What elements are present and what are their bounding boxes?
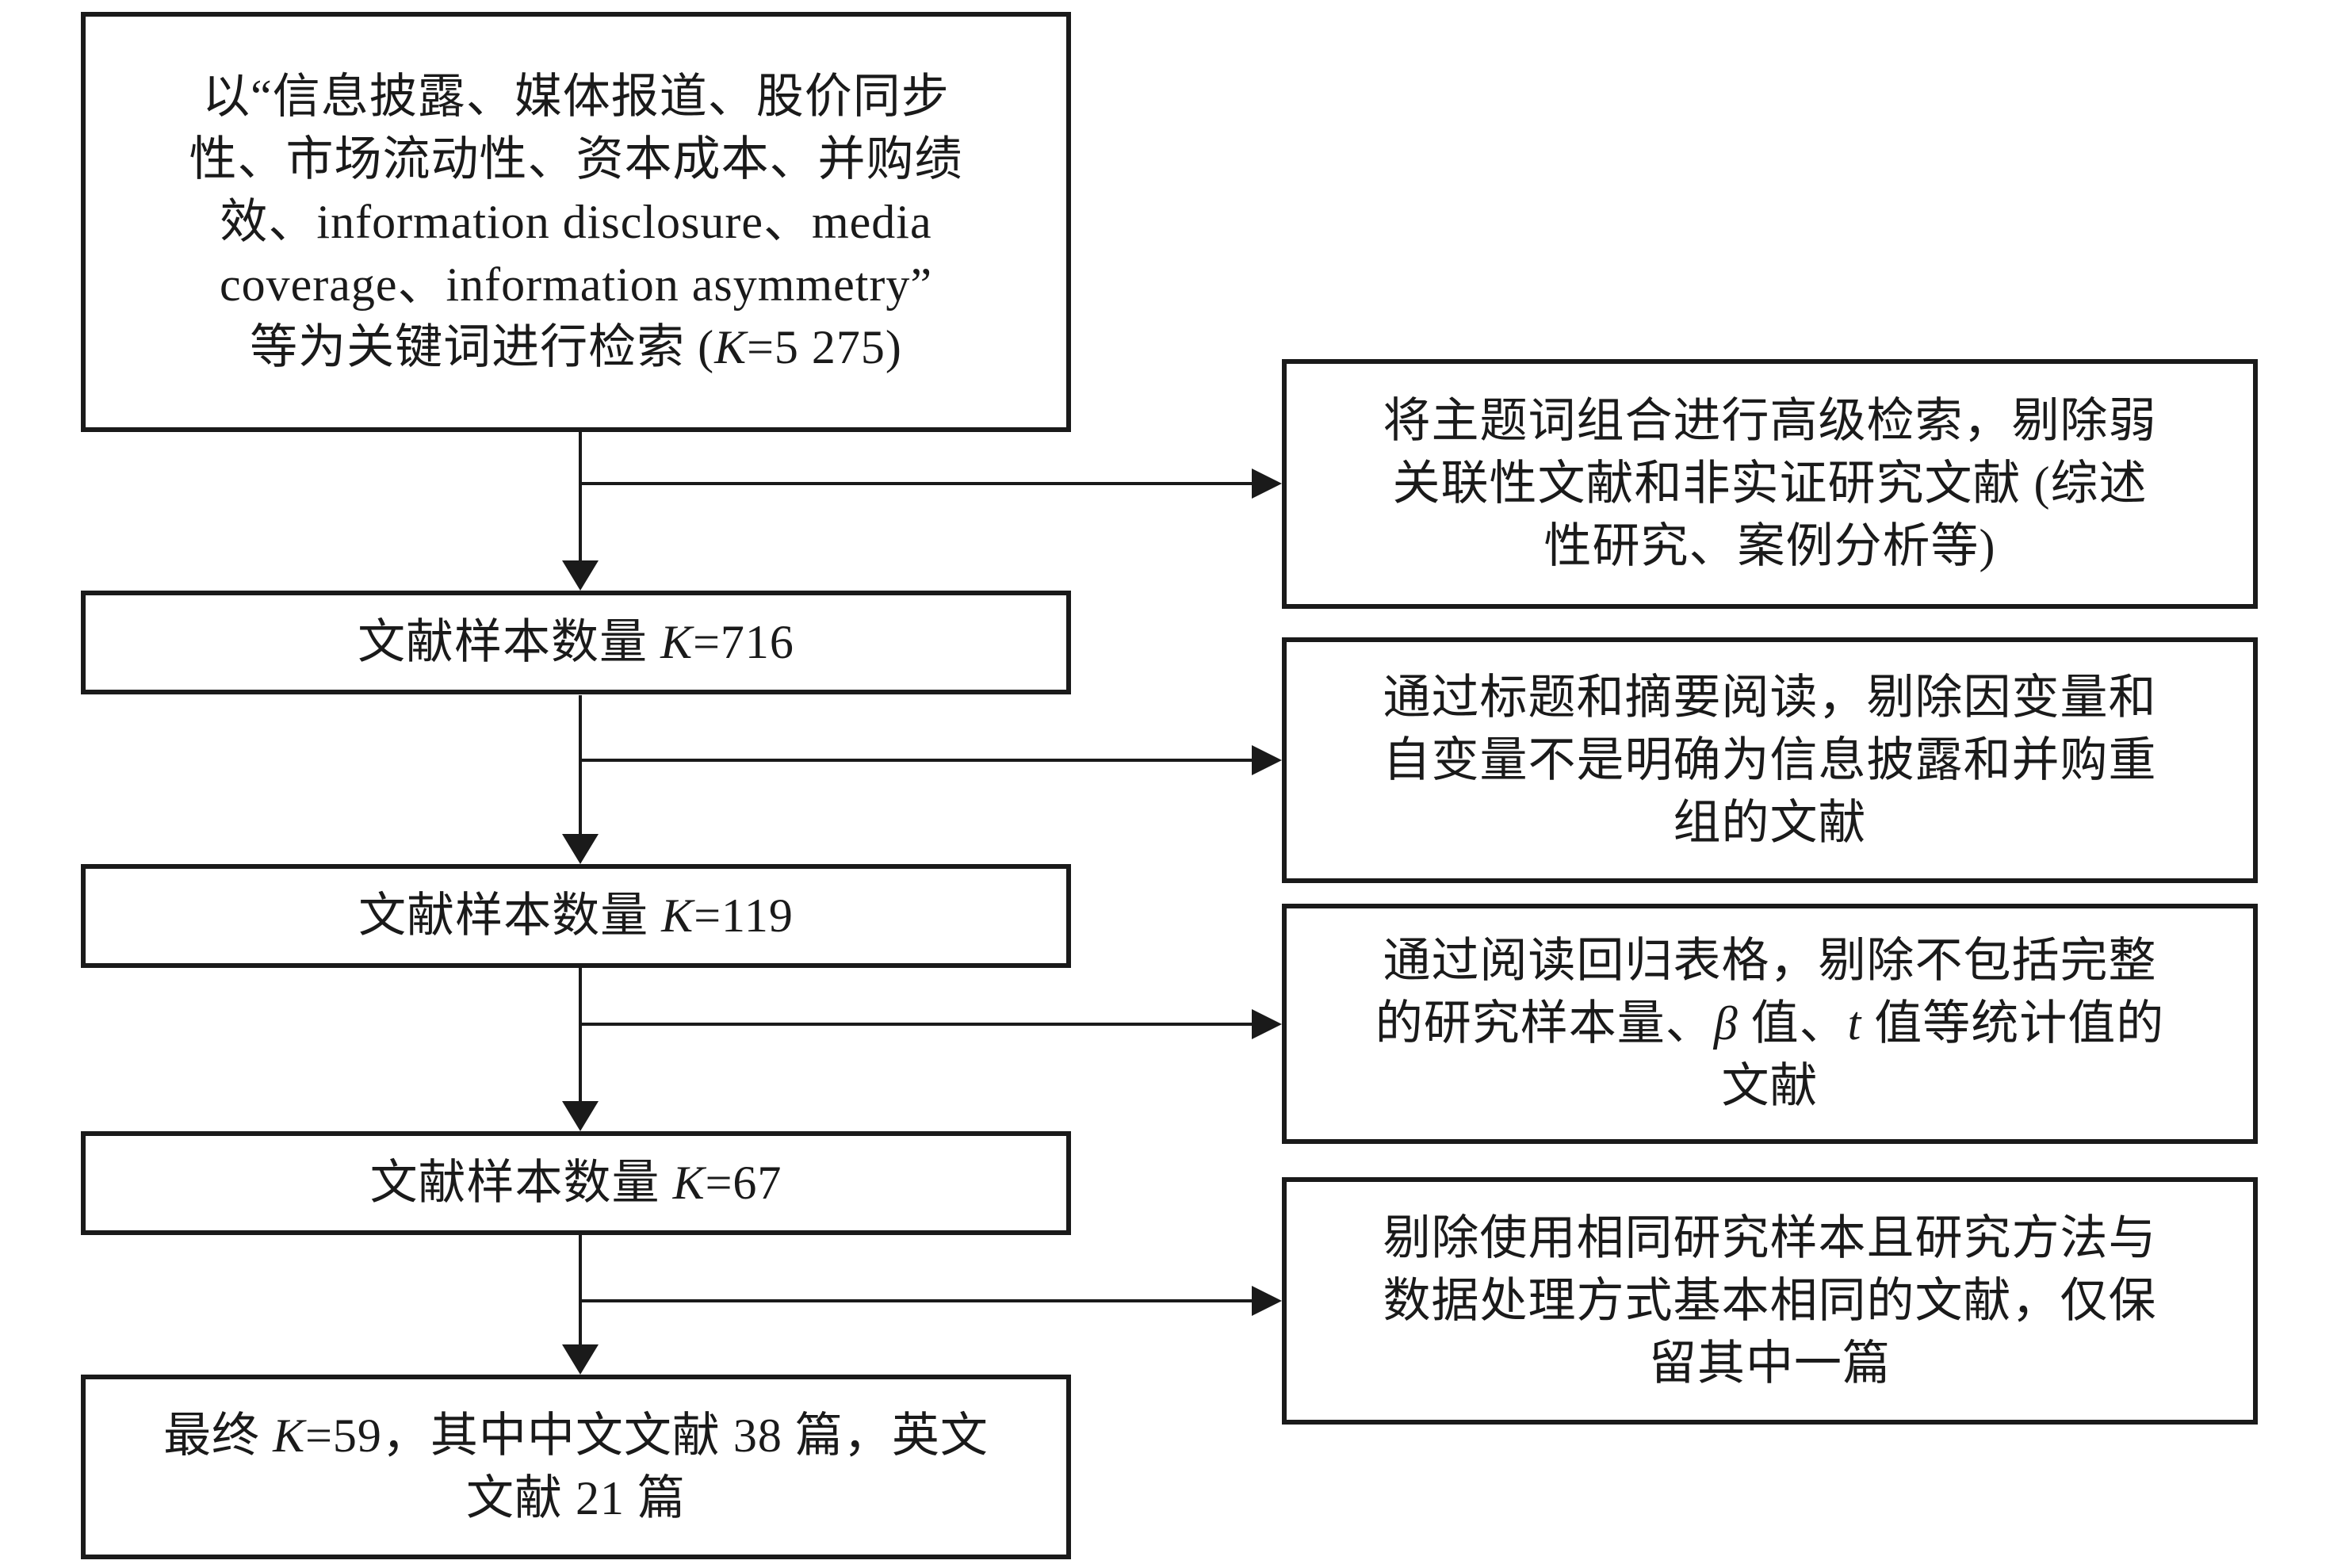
box-text: 文献样本数量 K=119: [86, 885, 1066, 947]
flow-box-filter-duplicate-samples: 剔除使用相同研究样本且研究方法与 数据处理方式基本相同的文献，仅保 留其中一篇: [1282, 1177, 2258, 1425]
flow-box-sample-k716: 文献样本数量 K=716: [81, 591, 1071, 694]
box-text-line: 的研究样本量、β 值、t 值等统计值的: [1375, 997, 2165, 1050]
box-text: 剔除使用相同研究样本且研究方法与 数据处理方式基本相同的文献，仅保 留其中一篇: [1287, 1207, 2253, 1395]
box-text: 通过阅读回归表格，剔除不包括完整 的研究样本量、β 值、t 值等统计值的 文献: [1287, 930, 2253, 1118]
box-text-line: 等为关键词进行检索 (K=5 275): [250, 320, 902, 373]
right-arrowhead-icon: [1252, 1286, 1282, 1316]
box-text-line: 留其中一篇: [1649, 1337, 1891, 1390]
box-text-line: 性、市场流动性、资本成本、并购绩: [189, 132, 963, 185]
flow-box-filter-advanced-search: 将主题词组合进行高级检索，剔除弱 关联性文献和非实证研究文献 (综述 性研究、案…: [1282, 359, 2258, 609]
flow-box-sample-k67: 文献样本数量 K=67: [81, 1131, 1071, 1235]
box-text: 文献样本数量 K=67: [86, 1152, 1066, 1214]
box-text-line: 最终 K=59，其中中文文献 38 篇，英文: [163, 1409, 989, 1462]
connector-branch-line-1: [579, 482, 1253, 485]
box-text-line: 文献样本数量 K=67: [369, 1157, 782, 1209]
right-arrowhead-icon: [1252, 468, 1282, 499]
box-text: 最终 K=59，其中中文文献 38 篇，英文 文献 21 篇: [86, 1405, 1066, 1530]
box-text: 将主题词组合进行高级检索，剔除弱 关联性文献和非实证研究文献 (综述 性研究、案…: [1287, 390, 2253, 578]
flow-box-final-k59: 最终 K=59，其中中文文献 38 篇，英文 文献 21 篇: [81, 1375, 1071, 1559]
box-text-line: 文献 21 篇: [466, 1471, 686, 1524]
connector-branch-line-2: [579, 759, 1253, 762]
connector-vertical-line-4: [579, 1235, 582, 1348]
box-text-line: 组的文献: [1673, 796, 1867, 849]
box-text-line: 文献样本数量 K=716: [358, 616, 794, 668]
box-text-line: 以“信息披露、媒体报道、股价同步: [202, 70, 950, 123]
box-text-line: 通过阅读回归表格，剔除不包括完整: [1383, 935, 2157, 987]
flow-box-filter-title-abstract: 通过标题和摘要阅读，剔除因变量和 自变量不是明确为信息披露和并购重 组的文献: [1282, 637, 2258, 883]
flow-box-keyword-search: 以“信息披露、媒体报道、股价同步 性、市场流动性、资本成本、并购绩 效、info…: [81, 12, 1071, 432]
box-text: 通过标题和摘要阅读，剔除因变量和 自变量不是明确为信息披露和并购重 组的文献: [1287, 667, 2253, 855]
box-text-line: 效、information disclosure、media: [220, 195, 932, 248]
box-text-line: 性研究、案例分析等): [1543, 520, 1996, 572]
connector-branch-line-4: [579, 1299, 1253, 1302]
box-text-line: 数据处理方式基本相同的文献，仅保: [1383, 1274, 2157, 1327]
down-arrowhead-icon: [562, 1101, 599, 1131]
box-text-line: 剔除使用相同研究样本且研究方法与: [1383, 1211, 2157, 1264]
box-text-line: 自变量不是明确为信息披露和并购重: [1383, 733, 2157, 786]
box-text-line: 关联性文献和非实证研究文献 (综述: [1392, 457, 2148, 510]
connector-vertical-line-2: [579, 695, 582, 837]
flow-box-filter-regression-tables: 通过阅读回归表格，剔除不包括完整 的研究样本量、β 值、t 值等统计值的 文献: [1282, 904, 2258, 1144]
down-arrowhead-icon: [562, 834, 599, 864]
box-text-line: 通过标题和摘要阅读，剔除因变量和: [1383, 671, 2157, 724]
box-text: 以“信息披露、媒体报道、股价同步 性、市场流动性、资本成本、并购绩 效、info…: [86, 66, 1066, 379]
box-text-line: 文献样本数量 K=119: [358, 889, 794, 942]
box-text: 文献样本数量 K=716: [86, 611, 1066, 674]
down-arrowhead-icon: [562, 560, 599, 591]
right-arrowhead-icon: [1252, 1009, 1282, 1039]
down-arrowhead-icon: [562, 1344, 599, 1375]
connector-branch-line-3: [579, 1023, 1253, 1026]
flow-box-sample-k119: 文献样本数量 K=119: [81, 864, 1071, 968]
box-text-line: 文献: [1721, 1060, 1819, 1112]
connector-vertical-line-3: [579, 968, 582, 1104]
box-text-line: coverage、information asymmetry”: [219, 258, 932, 311]
box-text-line: 将主题词组合进行高级检索，剔除弱: [1383, 395, 2157, 447]
connector-vertical-line-1: [579, 432, 582, 564]
right-arrowhead-icon: [1252, 745, 1282, 775]
